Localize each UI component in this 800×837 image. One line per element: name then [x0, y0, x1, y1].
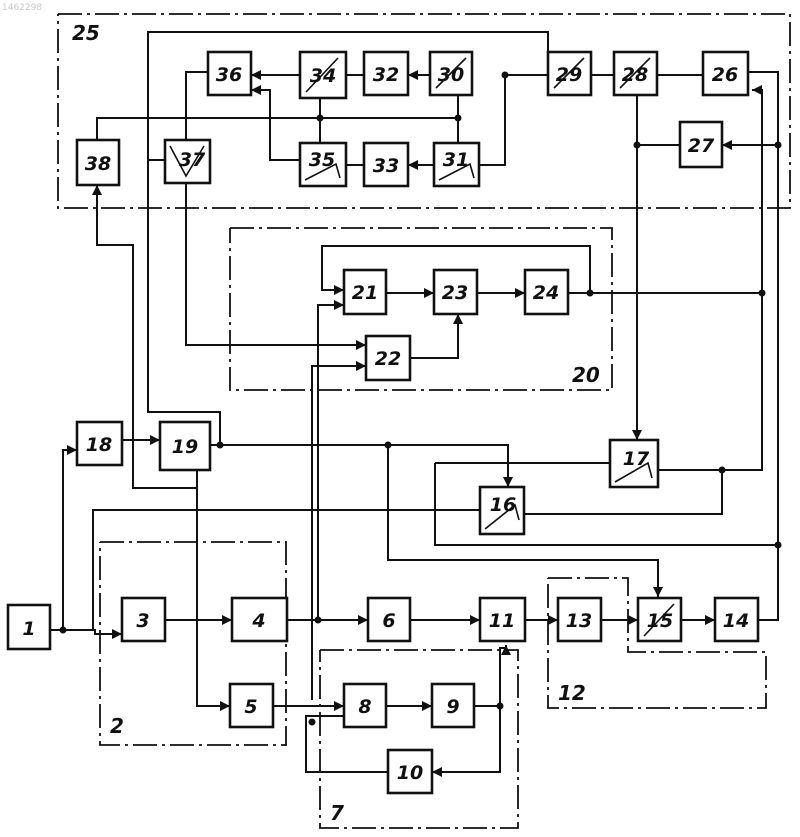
block-34: 34: [300, 52, 346, 98]
block-28: 28: [614, 52, 657, 95]
block-21-label: 21: [352, 282, 378, 304]
block-37-label: 37: [179, 149, 206, 171]
block-18: 18: [77, 422, 122, 465]
block-1: 1: [8, 605, 50, 649]
block-14: 14: [715, 598, 758, 641]
group-20-label: 20: [572, 363, 600, 387]
block-3-label: 3: [136, 610, 149, 632]
block-26: 26: [703, 52, 748, 95]
block-31: 31: [434, 143, 479, 186]
block-16-label: 16: [490, 494, 516, 516]
block-9: 9: [432, 684, 474, 727]
block-28-label: 28: [622, 64, 648, 86]
block-21: 21: [344, 270, 386, 314]
group-2-label: 2: [110, 714, 124, 738]
block-38: 38: [77, 140, 119, 185]
block-16: 16: [480, 487, 524, 534]
block-24: 24: [525, 270, 568, 314]
block-4-label: 4: [251, 610, 265, 632]
block-11: 11: [480, 598, 525, 641]
block-17-label: 17: [623, 448, 650, 470]
block-9-label: 9: [446, 696, 459, 718]
block-29: 29: [548, 52, 591, 95]
block-32-label: 32: [373, 64, 399, 86]
block-5: 5: [230, 684, 273, 727]
block-10-label: 10: [397, 762, 423, 784]
block-6-label: 6: [382, 610, 395, 632]
block-15-label: 15: [647, 610, 673, 632]
block-23: 23: [434, 270, 477, 314]
group-7-label: 7: [330, 801, 344, 825]
block-29-label: 29: [556, 64, 582, 86]
group-7-outline: [320, 650, 518, 828]
block-34-label: 34: [310, 65, 336, 87]
block-36-label: 36: [216, 64, 242, 86]
block-31-label: 31: [443, 149, 469, 171]
block-22: 22: [366, 336, 410, 380]
block-10: 10: [388, 750, 432, 793]
block-8-label: 8: [358, 696, 371, 718]
block-37: 37: [165, 140, 210, 183]
block-8: 8: [344, 684, 386, 727]
block-17: 17: [610, 440, 658, 487]
block-30-label: 30: [438, 64, 464, 86]
block-3: 3: [122, 598, 165, 641]
block-1-label: 1: [22, 618, 35, 640]
block-38-label: 38: [85, 153, 111, 175]
block-35: 35: [300, 143, 346, 186]
block-23-label: 23: [442, 282, 468, 304]
connection-wires: [50, 32, 778, 772]
block-5-label: 5: [244, 696, 257, 718]
block-30: 30: [430, 52, 472, 95]
block-13-label: 13: [566, 610, 592, 632]
block-19-label: 19: [172, 436, 198, 458]
block-19: 19: [160, 422, 210, 470]
block-35-label: 35: [309, 149, 335, 171]
block-36: 36: [208, 52, 251, 95]
block-33: 33: [364, 143, 408, 186]
block-14-label: 14: [723, 610, 749, 632]
block-13: 13: [558, 598, 601, 641]
block-11-label: 11: [489, 610, 515, 632]
block-15: 15: [638, 598, 681, 641]
group-25-label: 25: [72, 21, 100, 45]
block-4: 4: [232, 598, 287, 641]
group-12-label: 12: [558, 681, 586, 705]
block-27-label: 27: [688, 135, 715, 157]
block-32: 32: [364, 52, 408, 95]
block-33-label: 33: [373, 155, 399, 177]
scan-id: 1462298: [2, 3, 42, 13]
block-24-label: 24: [533, 282, 559, 304]
block-6: 6: [368, 598, 410, 641]
block-22-label: 22: [375, 348, 401, 370]
block-27: 27: [680, 122, 722, 167]
block-18-label: 18: [86, 434, 112, 456]
block-26-label: 26: [712, 64, 738, 86]
